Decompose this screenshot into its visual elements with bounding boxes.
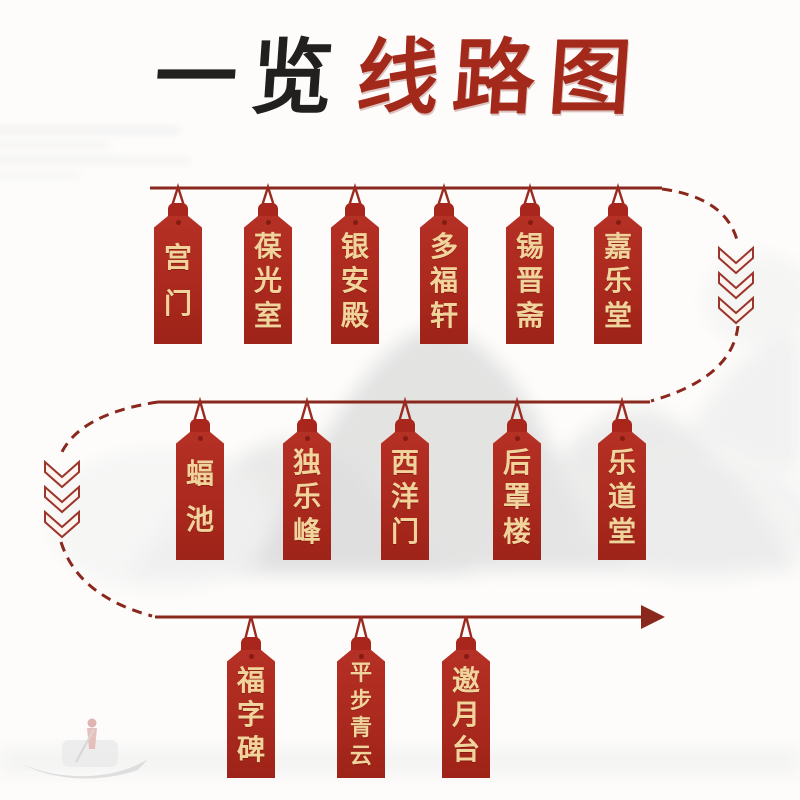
- route-arrow-right-icon: [641, 605, 665, 629]
- title-part-red: 线路图: [353, 30, 649, 126]
- route-curve-right-bottom: [650, 325, 740, 403]
- boat-illustration: [22, 718, 148, 779]
- ink-streaks-left: [0, 128, 190, 177]
- route-curve-left-top: [58, 400, 159, 457]
- route-curve-right-top: [661, 187, 740, 245]
- route-curve-left-bottom: [59, 541, 153, 618]
- chevron-down-right-icon: [718, 245, 754, 325]
- page-title: 一览线路图: [0, 28, 800, 128]
- tag-strings: [170, 183, 630, 641]
- chevron-down-left-icon: [44, 459, 80, 539]
- title-part-black: 一览: [151, 30, 351, 126]
